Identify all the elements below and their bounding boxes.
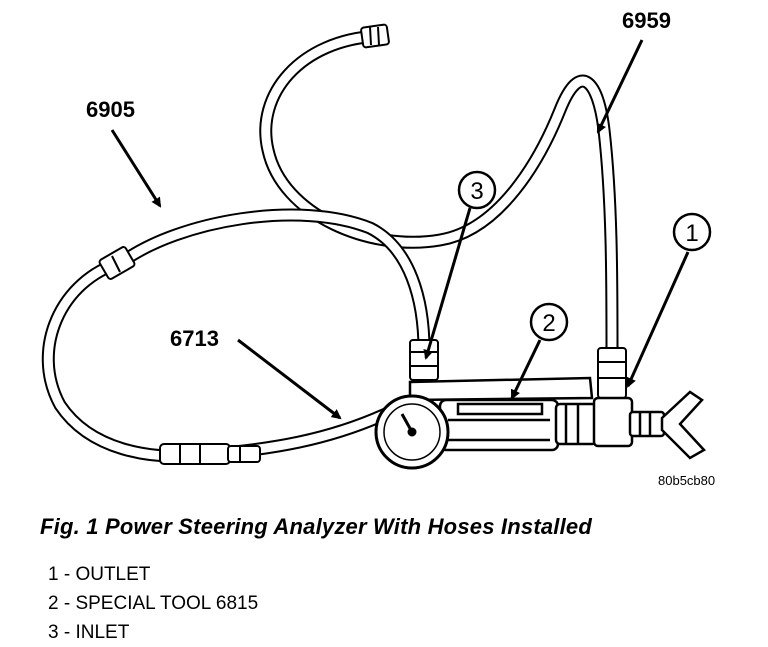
- label-6713: 6713: [170, 326, 219, 351]
- hose-6905: [115, 208, 431, 357]
- arrow-callout-1: [626, 251, 690, 388]
- valve-handle: [628, 390, 706, 460]
- arrow-callout-2: [510, 339, 542, 400]
- label-6905: 6905: [86, 97, 135, 122]
- callout-3-circle: [457, 170, 497, 210]
- arrow-6959: [596, 39, 644, 134]
- legend-item-inlet: 3 - INLET: [48, 622, 130, 643]
- hose-6959-end-fitting: [360, 23, 390, 49]
- outlet-fitting: [597, 347, 627, 399]
- analyzer-diagram: 1 2 3 6905 6959 6713 80b5cb80: [41, 8, 715, 488]
- image-code: 80b5cb80: [658, 473, 715, 488]
- callout-2-number: 2: [542, 310, 555, 337]
- legend-item-special-tool: 2 - SPECIAL TOOL 6815: [48, 593, 259, 614]
- legend-item-outlet: 1 - OUTLET: [48, 564, 151, 585]
- legend-list: 1 - OUTLET 2 - SPECIAL TOOL 6815 3 - INL…: [48, 560, 258, 647]
- callout-circles: [457, 170, 712, 342]
- callout-1-number: 1: [685, 220, 698, 247]
- special-tool-6815-analyzer: [408, 376, 634, 452]
- callout-3-number: 3: [470, 178, 483, 205]
- figure-caption: Fig. 1 Power Steering Analyzer With Hose…: [40, 514, 592, 539]
- hose-6713: [41, 255, 397, 463]
- arrow-6905: [110, 129, 162, 208]
- arrow-callout-3: [423, 207, 472, 360]
- callout-2-circle: [529, 302, 569, 342]
- hose-6713-coupling: [159, 443, 261, 465]
- inlet-fitting: [409, 339, 439, 381]
- label-6959: 6959: [622, 8, 671, 33]
- hose-6959: [259, 29, 619, 357]
- leader-arrows: [110, 39, 690, 420]
- hose-6905-end-fitting: [98, 246, 136, 280]
- pressure-gauge: [374, 394, 450, 470]
- arrow-6713: [237, 338, 342, 420]
- callout-1-circle: [672, 212, 712, 252]
